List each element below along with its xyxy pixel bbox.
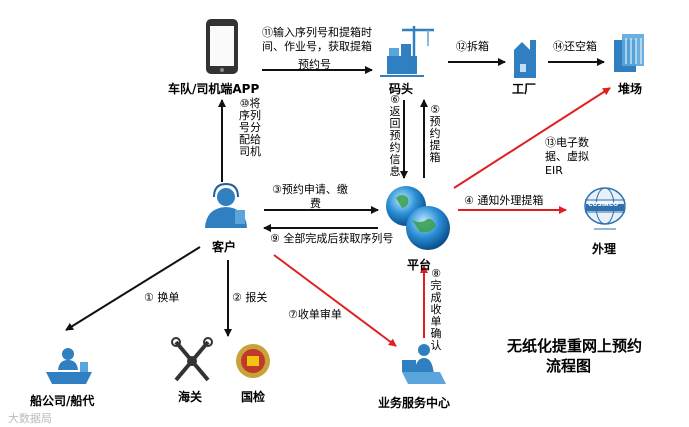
step-13-label-line1: ⑬电子数 — [545, 136, 589, 149]
step-9-label: ⑨ 全部完成后获取序列号 — [270, 232, 393, 245]
step-10-label: ⑩将序列号分配给司机 — [237, 98, 263, 158]
step-14-label: ⑭还空箱 — [553, 40, 597, 53]
factory-icon — [514, 40, 536, 78]
step-2-label: ② 报关 — [232, 291, 267, 304]
node-fleet-app: 车队/司机端APP — [168, 80, 259, 97]
step-3-label-line1: ③预约申请、缴 — [272, 183, 348, 196]
container-yard-icon — [614, 34, 644, 72]
step-6-label: ⑥返回预约信息 — [389, 94, 401, 178]
node-yard: 堆场 — [618, 80, 642, 97]
step-5-label: ⑤预约提箱 — [429, 104, 441, 164]
node-tally: 外理 — [592, 240, 616, 257]
node-shipping: 船公司/船代 — [30, 392, 94, 409]
step-13-label-line3: EIR — [545, 164, 563, 177]
node-platform: 平台 — [407, 256, 431, 273]
node-customs: 海关 — [178, 388, 202, 405]
step-4-label: ④ 通知外理提箱 — [464, 194, 543, 207]
smartphone-icon — [206, 19, 238, 74]
customer-service-person-icon — [205, 184, 247, 228]
step-7-label: ⑦收单审单 — [288, 308, 342, 321]
inspection-emblem-icon — [236, 344, 270, 378]
globe-icon — [386, 186, 450, 250]
arrow-step-7 — [274, 255, 396, 346]
step-11-label-line2: 间、作业号，获取提箱 — [262, 40, 372, 53]
watermark: 大数据局 — [8, 410, 52, 426]
step-3-label-line2: 费 — [310, 197, 321, 210]
cosiaco-logo-icon — [585, 188, 625, 229]
step-11-label-line3: 预约号 — [298, 58, 331, 71]
port-crane-icon — [380, 26, 434, 76]
node-inspection: 国检 — [241, 388, 265, 405]
arrow-step-1 — [66, 247, 200, 330]
diagram-title-line1: 无纸化提重网上预约 — [507, 336, 642, 356]
step-12-label: ⑫拆箱 — [456, 40, 489, 53]
customs-emblem-icon — [172, 338, 212, 380]
ship-icon — [46, 348, 92, 384]
step-13-label-line2: 据、虚拟 — [545, 150, 589, 163]
node-service-center: 业务服务中心 — [378, 394, 450, 411]
step-1-label: ① 换单 — [144, 291, 179, 304]
cosiaco-logo-text: COSIACO — [588, 201, 618, 208]
step-11-label-line1: ⑪输入序列号和提箱时 — [262, 26, 372, 39]
diagram-title-line2: 流程图 — [546, 356, 591, 376]
node-customer: 客户 — [212, 238, 236, 255]
node-factory: 工厂 — [512, 80, 536, 97]
step-8-label: ⑧完成收单确认 — [430, 268, 442, 352]
